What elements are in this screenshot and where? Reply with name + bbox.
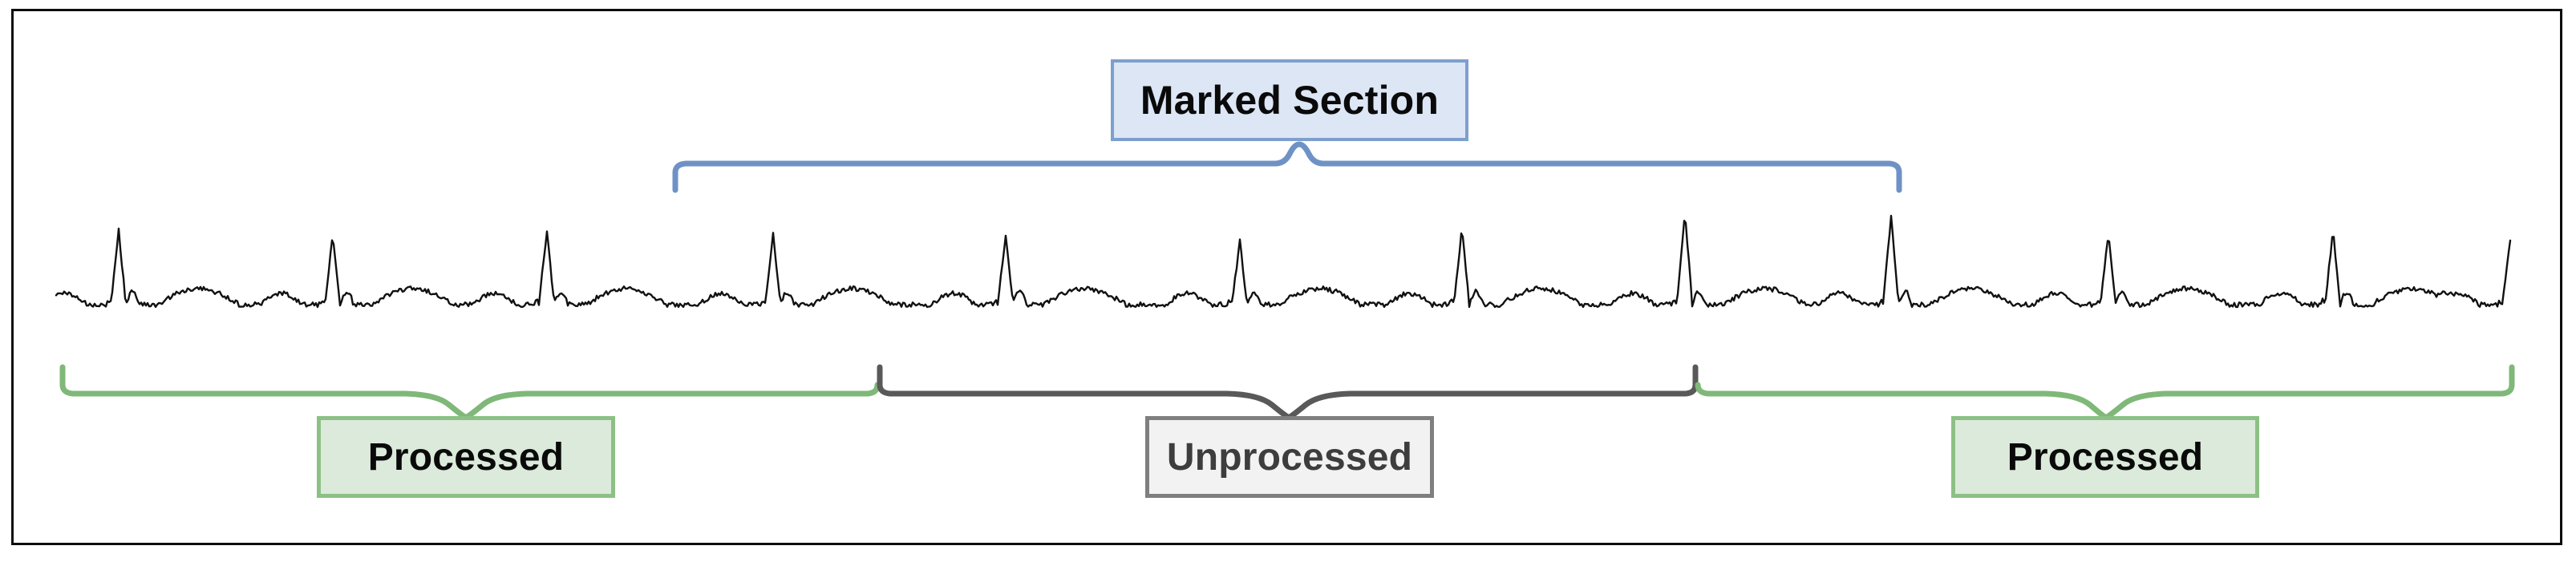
processed-label-text-right: Processed (2007, 435, 2204, 479)
unprocessed-label-text: Unprocessed (1166, 435, 1413, 479)
marked-section-label-box[interactable]: Marked Section (1111, 59, 1468, 141)
processed-label-box-right[interactable]: Processed (1951, 416, 2259, 498)
processed-label-box-left[interactable]: Processed (317, 416, 615, 498)
processed-label-text-left: Processed (367, 435, 565, 479)
unprocessed-label-box[interactable]: Unprocessed (1145, 416, 1434, 498)
marked-section-label-text: Marked Section (1140, 78, 1440, 123)
